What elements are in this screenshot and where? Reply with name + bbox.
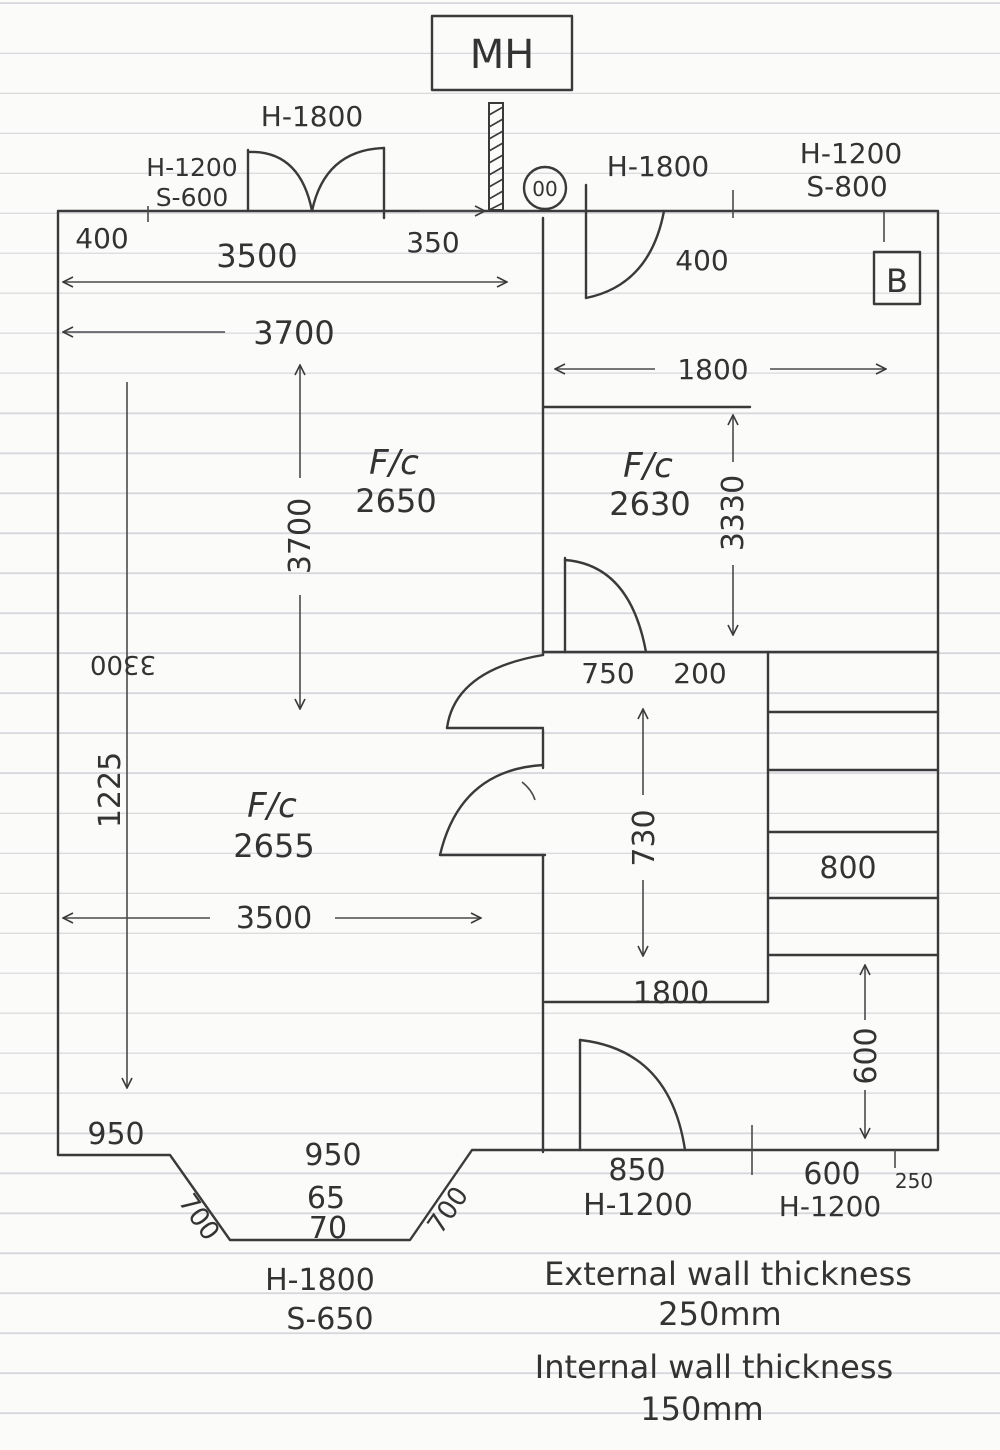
window-top-right-s: S-800 — [806, 170, 887, 203]
room-bottom-left-height: 2655 — [233, 827, 314, 865]
dim-400-right: 400 — [675, 244, 728, 277]
dim-70: 70 — [309, 1211, 347, 1246]
dimension-lines — [64, 211, 885, 1137]
bay-window-s: S-650 — [286, 1302, 373, 1337]
dim-700-left: 700 — [172, 1188, 225, 1246]
soil-vent-pipe: 00 — [522, 165, 568, 211]
dim-800: 800 — [819, 851, 876, 886]
dim-3330: 3330 — [716, 475, 751, 551]
note-internal-wall: Internal wall thickness — [535, 1348, 893, 1386]
window-top-left — [246, 146, 386, 220]
dim-200: 200 — [673, 657, 726, 690]
manhole-box — [430, 14, 574, 92]
door-top-right-height: H-1800 — [607, 150, 709, 183]
dim-850: 850 — [608, 1153, 665, 1188]
room-right-height: 2630 — [609, 485, 690, 523]
dim-950-left: 950 — [87, 1117, 144, 1152]
room-right-finish: F/c — [623, 446, 673, 486]
dim-700-right: 700 — [422, 1181, 475, 1239]
window-top-left-s: S-600 — [156, 183, 229, 212]
dim-950-center: 950 — [304, 1138, 361, 1173]
svg-text:00: 00 — [532, 177, 557, 201]
staircase — [541, 650, 940, 1004]
dim-730: 730 — [627, 809, 662, 866]
dim-1800-right: 1800 — [677, 353, 748, 386]
door-bottom-right — [578, 1038, 687, 1152]
door-hall-upper — [445, 653, 545, 730]
dim-350: 350 — [406, 226, 459, 259]
note-internal-wall-value: 150mm — [640, 1390, 763, 1428]
note-external-wall-value: 250mm — [658, 1295, 781, 1333]
dim-600-vertical: 600 — [849, 1027, 884, 1084]
dim-1800-bottom: 1800 — [633, 976, 709, 1011]
dim-400-left: 400 — [75, 222, 128, 255]
dim-1225: 1225 — [93, 752, 128, 828]
door-hall-lower — [438, 763, 547, 857]
manhole-label: MH — [470, 32, 535, 78]
window-top-left-height: H-1800 — [261, 100, 363, 133]
room-top-left-finish: F/c — [369, 443, 419, 483]
dim-3700-vertical: 3700 — [283, 498, 318, 574]
door-top-right — [584, 183, 666, 300]
window-600-height: H-1200 — [779, 1190, 881, 1223]
dim-65: 65 — [307, 1181, 345, 1216]
window-top-left-h: H-1200 — [146, 153, 237, 182]
drain-pipe — [488, 102, 504, 211]
boiler-label: B — [886, 262, 908, 300]
dim-750: 750 — [581, 657, 634, 690]
dim-3500-bottom: 3500 — [236, 901, 312, 936]
note-external-wall: External wall thickness — [544, 1255, 912, 1293]
room-bottom-left-finish: F/c — [247, 786, 297, 826]
dim-3300: 3300 — [90, 649, 156, 679]
external-wall — [56, 209, 940, 1242]
dim-3700-horizontal: 3700 — [253, 314, 334, 352]
dim-250: 250 — [895, 1169, 933, 1193]
boiler-box — [872, 250, 922, 306]
door-right-room — [563, 556, 648, 654]
room-top-left-height: 2650 — [355, 482, 436, 520]
dim-600-bottom: 600 — [803, 1157, 860, 1192]
window-top-right-h: H-1200 — [800, 137, 902, 170]
dim-3500-top: 3500 — [216, 237, 297, 275]
window-850-height: H-1200 — [583, 1188, 693, 1223]
bay-window-height: H-1800 — [265, 1263, 375, 1298]
